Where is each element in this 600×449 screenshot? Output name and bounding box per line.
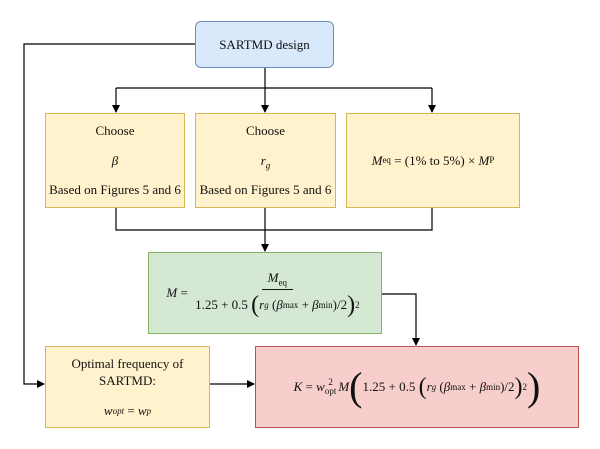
optimal-frequency-title: Optimal frequency of xyxy=(71,355,184,371)
arrow-mass-to-stiffness xyxy=(382,293,420,346)
choose-rg-basis: Based on Figures 5 and 6 xyxy=(199,182,332,198)
merge-line xyxy=(115,208,433,231)
choose-beta-title: Choose xyxy=(95,123,135,139)
sartmd-design-label: SARTMD design xyxy=(219,36,310,52)
choose-rg-node: Choose rg Based on Figures 5 and 6 xyxy=(195,113,336,208)
choose-beta-basis: Based on Figures 5 and 6 xyxy=(49,182,181,198)
choose-rg-title: Choose xyxy=(246,123,285,139)
choose-beta-node: Choose β Based on Figures 5 and 6 xyxy=(45,113,185,208)
rg-symbol: rg xyxy=(260,152,271,171)
optimal-frequency-subtitle: SARTMD: xyxy=(98,373,156,389)
beta-symbol: β xyxy=(111,152,119,168)
arrow-design-to-frequency xyxy=(23,43,195,388)
sartmd-design-node: SARTMD design xyxy=(195,21,334,68)
